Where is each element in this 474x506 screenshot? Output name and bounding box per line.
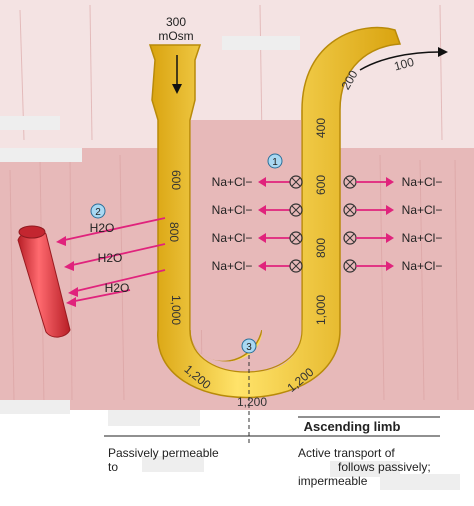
descending-value: 600 — [169, 170, 183, 190]
salt-label-right: Na+Cl− — [402, 203, 443, 217]
outflow-value: 100 — [392, 55, 415, 74]
salt-label-left: Na+Cl− — [212, 175, 253, 189]
ascending-description-line: Active transport of — [298, 446, 395, 460]
salt-label-left: Na+Cl− — [212, 203, 253, 217]
salt-row: Na+Cl− Na+Cl− — [212, 175, 443, 189]
water-label: H2O — [105, 281, 130, 295]
pump-icon — [289, 231, 303, 245]
ascending-value: 800 — [314, 238, 328, 258]
descending-value: 1,000 — [169, 295, 183, 325]
inflow-arrowhead — [172, 84, 182, 94]
ascending-value: 600 — [314, 175, 328, 195]
vessel-opening — [18, 225, 46, 239]
salt-label-right: Na+Cl− — [402, 259, 443, 273]
svg-text:3: 3 — [246, 342, 252, 353]
descending-description-line: to — [108, 460, 119, 474]
descending-description: Passively permeable to — [108, 446, 219, 474]
pump-icon — [289, 203, 303, 217]
salt-label-right: Na+Cl− — [402, 175, 443, 189]
blank-label-box — [142, 456, 204, 472]
loop-inner-edge — [189, 110, 303, 373]
salt-row: Na+Cl− Na+Cl− — [212, 203, 443, 217]
ascending-value: 400 — [314, 118, 328, 138]
loop-tube — [148, 26, 402, 399]
pump-icon — [289, 259, 303, 273]
marker-one: 1 — [267, 153, 283, 169]
svg-text:1: 1 — [272, 157, 278, 168]
ascending-description-line: impermeable — [298, 474, 368, 488]
descending-value: 800 — [167, 222, 181, 242]
salt-row: Na+Cl− Na+Cl− — [212, 231, 443, 245]
ascending-limb-label: Ascending limb — [304, 419, 401, 434]
blank-label-box — [0, 116, 60, 130]
blank-label-box — [380, 474, 460, 490]
bottom-value: 1,200 — [237, 395, 267, 409]
marker-three: 3 — [241, 338, 257, 354]
water-label: H2O — [98, 251, 123, 265]
salt-label-right: Na+Cl− — [402, 231, 443, 245]
svg-text:2: 2 — [95, 207, 101, 218]
pump-icon — [289, 175, 303, 189]
blank-label-box — [108, 410, 200, 426]
water-arrows — [59, 217, 166, 303]
loop-interior — [190, 120, 302, 330]
marker-two: 2 — [90, 203, 106, 219]
outflow-arrow — [359, 51, 441, 71]
ascending-description-line: follows passively; — [338, 460, 431, 474]
blank-label-box — [330, 461, 400, 477]
outflow-arrowhead — [438, 47, 448, 57]
blank-label-box — [222, 36, 300, 50]
blank-label-box — [0, 148, 82, 162]
blank-label-box — [0, 400, 70, 414]
water-label: H2O — [90, 221, 115, 235]
salt-label-left: Na+Cl− — [212, 259, 253, 273]
osm-value: 300 — [166, 15, 186, 29]
salt-label-left: Na+Cl− — [212, 231, 253, 245]
osm-unit: mOsm — [158, 29, 193, 43]
ascending-value: 1,000 — [314, 295, 328, 325]
water-arrowheads — [56, 236, 78, 307]
descending-description-line: Passively permeable — [108, 446, 219, 460]
ascending-description: Active transport of follows passively; i… — [298, 446, 431, 488]
salt-row: Na+Cl− Na+Cl− — [212, 259, 443, 273]
